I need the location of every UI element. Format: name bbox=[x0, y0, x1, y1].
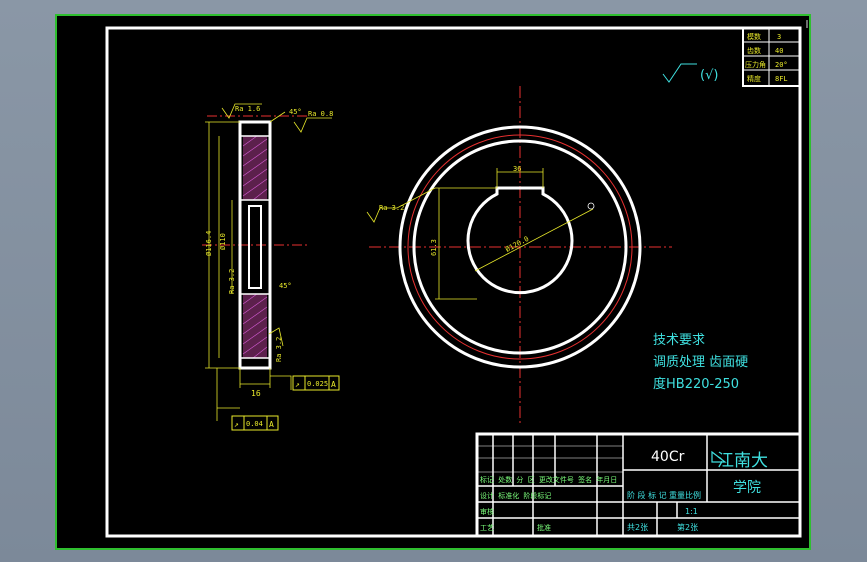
approval-process: 工艺 bbox=[480, 524, 494, 532]
dim-keyway: 36 bbox=[513, 165, 521, 173]
gear-parameter-table: 模数 3 齿数 40 压力角 20° 精度 8FL bbox=[742, 27, 801, 87]
sheet-number: 第2张 bbox=[677, 522, 698, 532]
school-name: 江南大 bbox=[717, 451, 768, 471]
roughness-top: Ra 1.6 bbox=[235, 105, 260, 113]
approval-check: 审核 bbox=[480, 507, 494, 516]
gear-section-view: Ø116.4 Ø110 Ra 3.2 16 45° Ra 1.6 45° Ra … bbox=[202, 103, 340, 431]
revision-header: 标记 处数 分 区 更改文件号 签名 年月日 bbox=[480, 475, 617, 484]
roughness-bore: Ra 3.2 bbox=[379, 204, 404, 212]
param-value: 20° bbox=[775, 61, 788, 69]
param-value: 8FL bbox=[775, 75, 788, 83]
roughness-note: (√) bbox=[700, 68, 718, 83]
scale-label: 比例 bbox=[685, 490, 701, 500]
cad-drawing: 模数 3 齿数 40 压力角 20° 精度 8FL (√) bbox=[105, 20, 808, 538]
dim-hub: 61.3 bbox=[430, 239, 438, 256]
dim-chamfer: 45° bbox=[289, 108, 302, 116]
roughness-symbol-general: (√) bbox=[662, 63, 718, 83]
sheet-total: 共2张 bbox=[627, 523, 648, 532]
param-label: 压力角 bbox=[745, 60, 766, 69]
dim-ra-hub: Ra 3.2 bbox=[228, 269, 236, 294]
material-label: 40Cr bbox=[651, 449, 685, 465]
tolerance-value-1: 0.025 bbox=[307, 380, 328, 388]
param-label: 精度 bbox=[747, 74, 761, 83]
param-label: 齿数 bbox=[747, 46, 761, 55]
param-value: 40 bbox=[775, 47, 783, 55]
tech-req-line1: 调质处理 齿面硬 bbox=[653, 355, 748, 370]
design-row: 设计 标准化 阶段标记 bbox=[480, 491, 551, 500]
gear-front-view: 36 61.3 Ø120.0 Ra 3.2 bbox=[366, 86, 672, 426]
drawing-sheet: 模数 3 齿数 40 压力角 20° 精度 8FL (√) bbox=[55, 14, 811, 550]
datum-ref-1: A bbox=[331, 380, 336, 389]
stage-mark: 阶 段 标 记 bbox=[627, 490, 667, 500]
school-name-2: 学院 bbox=[733, 480, 761, 496]
roughness-right: Ra 0.8 bbox=[308, 110, 333, 118]
roughness-lower: Ra 3.2 bbox=[275, 337, 283, 362]
title-block: 40Cr 江南大 学院 标记 处数 分 区 更改文件号 签名 年月日 设计 标准… bbox=[475, 432, 802, 538]
tolerance-value-2: 0.04 bbox=[246, 420, 263, 428]
param-value: 3 bbox=[777, 33, 781, 41]
technical-requirements: 技术要求 调质处理 齿面硬 度HB220-250 bbox=[653, 333, 748, 392]
dim-phi-b: Ø110 bbox=[219, 233, 227, 250]
dim-phi-a: Ø116.4 bbox=[205, 231, 213, 256]
approval-final: 批准 bbox=[537, 523, 551, 532]
tolerance-symbol: ↗ bbox=[234, 420, 239, 429]
drawing-frame bbox=[105, 26, 802, 538]
dim-chamfer-2: 45° bbox=[279, 282, 292, 290]
param-label: 模数 bbox=[747, 32, 761, 41]
tech-req-line2: 度HB220-250 bbox=[653, 376, 739, 392]
school-logo-icon bbox=[711, 450, 727, 463]
dim-width: 16 bbox=[251, 389, 261, 398]
weight-label: 重量 bbox=[669, 490, 685, 500]
datum-ref-2: A bbox=[269, 420, 274, 429]
scale-value: 1:1 bbox=[685, 507, 698, 516]
tech-req-title: 技术要求 bbox=[653, 333, 705, 348]
tolerance-symbol: ↗ bbox=[295, 380, 300, 389]
